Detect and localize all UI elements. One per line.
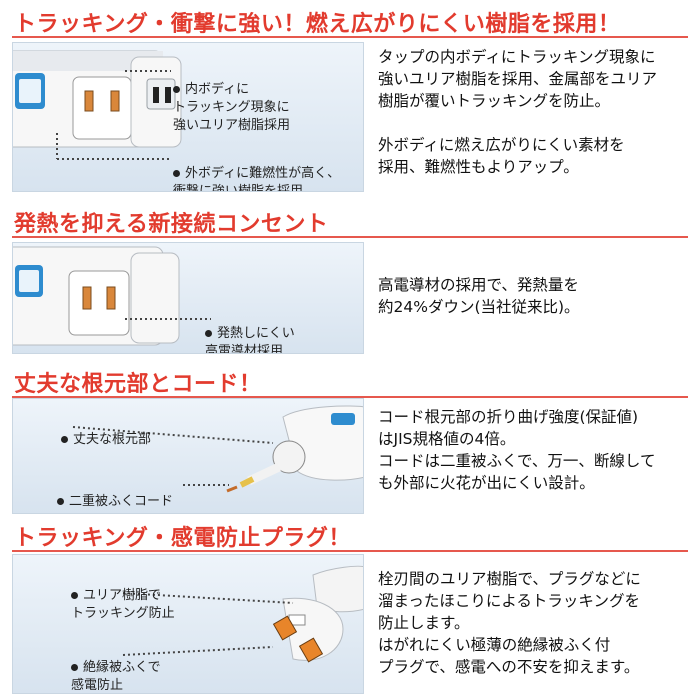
section-description: 栓刃間のユリア樹脂で、プラグなどに 溜まったほこりによるトラッキングを 防止しま… [378,570,641,676]
plug-blade-right [298,637,324,663]
bullet-dot [61,436,68,443]
plug-blade-left [272,615,298,641]
callout-sturdy-root: 丈夫な根元部 [61,413,151,449]
section-title: トラッキング・衝撃に強い！燃え広がりにくい樹脂を採用！ [14,12,621,37]
section-plug-safety: トラッキング・感電防止プラグ！ ユリア樹脂で トラッキング防止 絶縁被ふくで 感… [0,520,700,700]
section-description: 高電導材の採用で、発熱量を 約24%ダウン(当社従来比)。 [378,276,580,316]
callout-urea-resin: ユリア樹脂で トラッキング防止 [71,588,175,621]
bullet-dot [71,592,78,599]
outlet [68,270,130,336]
outlet-1 [72,76,132,140]
title-divider [12,550,688,552]
cord-photo: 丈夫な根元部 二重被ふくコード [12,398,364,514]
section-description: タップの内ボディにトラッキング現象に 強いユリア樹脂を採用、金属部をユリア 樹脂… [378,48,658,176]
title-divider [12,396,688,398]
bullet-dot [205,330,212,337]
section-title: 発熱を抑える新接続コンセント [14,212,329,237]
power-strip-illustration [13,50,182,160]
section-description: コード根元部の折り曲げ強度(保証値) はJIS規格値の4倍。 コードは二重被ふく… [378,408,656,492]
callout-outer-body: 外ボディに難燃性が高く、 衝撃に強い樹脂を採用 [173,166,341,192]
bullet-dot [173,86,180,93]
bullet-dot [57,498,64,505]
cord-illustration [72,405,363,493]
outlet-illustration [13,246,211,346]
section-durable-cord: 丈夫な根元部とコード！ 丈夫な根元部 二重被ふくコード コード根元部の折り曲げ強… [0,360,700,520]
title-divider [12,236,688,238]
section-title: 丈夫な根元部とコード！ [14,372,262,397]
section-tracking-resistant: トラッキング・衝撃に強い！燃え広がりにくい樹脂を採用！ 内ボディに トラッキング… [0,0,700,200]
outlet-photo: 発熱しにくい 高電導材採用 [12,242,364,354]
bullet-dot [71,664,78,671]
callout-double-insulated-cord: 二重被ふくコード [57,475,173,511]
plug-photo: ユリア樹脂で トラッキング防止 絶縁被ふくで 感電防止 [12,554,364,694]
callout-insulation-coating: 絶縁被ふくで 感電防止 [71,660,161,693]
bullet-dot [173,170,180,177]
power-strip-photo: 内ボディに トラッキング現象に 強いユリア樹脂採用 外ボディに難燃性が高く、 衝… [12,42,364,192]
section-low-heat-outlet: 発熱を抑える新接続コンセント 発熱しにくい 高電導材採用 高電導材の採用で、発熱… [0,200,700,360]
cord-inner [239,476,255,488]
callout-inner-body: 内ボディに トラッキング現象に 強いユリア樹脂採用 [173,82,291,133]
plug-illustration [122,565,363,663]
section-title: トラッキング・感電防止プラグ！ [14,526,351,551]
title-divider [12,36,688,38]
cord-root [272,440,306,474]
callout-conductive-material: 発熱しにくい 高電導材採用 [205,326,295,354]
